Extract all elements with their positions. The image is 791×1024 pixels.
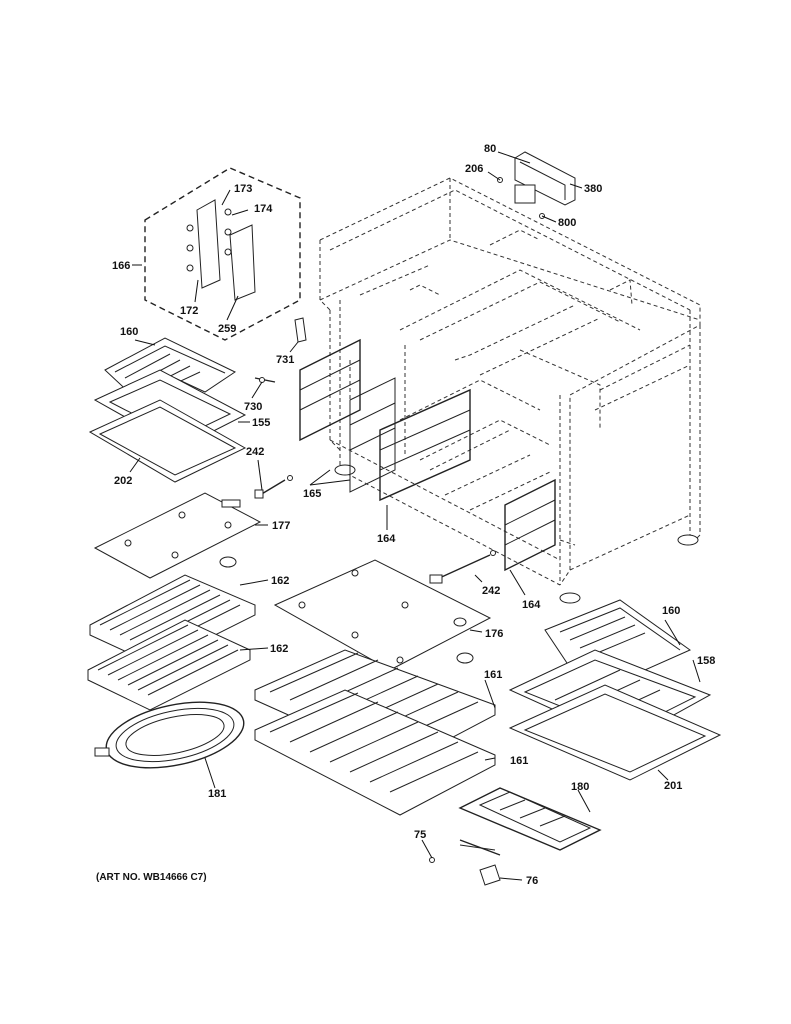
oven-cavity-frame bbox=[319, 177, 701, 586]
callout-166: 166 bbox=[112, 260, 130, 272]
callout-177: 177 bbox=[272, 520, 290, 532]
callout-162-bottom: 162 bbox=[270, 643, 288, 655]
callout-161-bottom: 161 bbox=[510, 755, 528, 767]
broil-pan-202 bbox=[88, 399, 247, 483]
callout-176: 176 bbox=[485, 628, 503, 640]
callout-172: 172 bbox=[180, 305, 198, 317]
connector-76 bbox=[479, 864, 501, 886]
callout-173: 173 bbox=[234, 183, 252, 195]
callout-259: 259 bbox=[218, 323, 236, 335]
module-group-166 bbox=[144, 167, 301, 341]
callout-80: 80 bbox=[484, 143, 496, 155]
callout-160-left: 160 bbox=[120, 326, 138, 338]
leader-lines bbox=[129, 151, 701, 881]
callout-730: 730 bbox=[244, 401, 262, 413]
control-bracket-assembly bbox=[497, 151, 576, 219]
callout-380: 380 bbox=[584, 183, 602, 195]
panel-176 bbox=[273, 559, 492, 671]
callout-202: 202 bbox=[114, 475, 132, 487]
panel-177 bbox=[93, 492, 262, 579]
callout-158: 158 bbox=[697, 655, 715, 667]
callout-242-left: 242 bbox=[246, 446, 264, 458]
callout-201: 201 bbox=[664, 780, 682, 792]
callout-800: 800 bbox=[558, 217, 576, 229]
callout-731: 731 bbox=[276, 354, 294, 366]
broil-pan-201 bbox=[508, 684, 722, 781]
art-number: (ART NO. WB14666 C7) bbox=[96, 872, 207, 883]
callout-181: 181 bbox=[208, 788, 226, 800]
sensor-242-left bbox=[254, 475, 293, 499]
callout-160-right: 160 bbox=[662, 605, 680, 617]
callout-174: 174 bbox=[254, 203, 273, 215]
callout-164-right: 164 bbox=[522, 599, 541, 611]
callout-165: 165 bbox=[303, 488, 321, 500]
oven-rack-161 bbox=[254, 649, 496, 816]
callout-206: 206 bbox=[465, 163, 483, 175]
sensor-242-right bbox=[429, 550, 496, 584]
callout-161-top: 161 bbox=[484, 669, 502, 681]
part-730 bbox=[254, 377, 276, 383]
callout-76: 76 bbox=[526, 875, 538, 887]
heating-element-180 bbox=[458, 787, 602, 856]
callout-242-right: 242 bbox=[482, 585, 500, 597]
callout-162-top: 162 bbox=[271, 575, 289, 587]
rack-support-165 bbox=[299, 338, 396, 493]
callout-labels: 80 206 380 800 173 174 166 172 259 731 1… bbox=[96, 143, 715, 887]
small-knob bbox=[219, 556, 474, 664]
callout-75: 75 bbox=[414, 829, 426, 841]
rack-support-164 bbox=[379, 388, 556, 572]
callout-164-left: 164 bbox=[377, 533, 396, 545]
callout-180: 180 bbox=[571, 781, 589, 793]
callout-155: 155 bbox=[252, 417, 270, 429]
oven-rack-162 bbox=[87, 574, 256, 711]
bracket-731 bbox=[294, 317, 307, 343]
part-75 bbox=[429, 844, 496, 863]
heating-element-181 bbox=[94, 701, 245, 769]
